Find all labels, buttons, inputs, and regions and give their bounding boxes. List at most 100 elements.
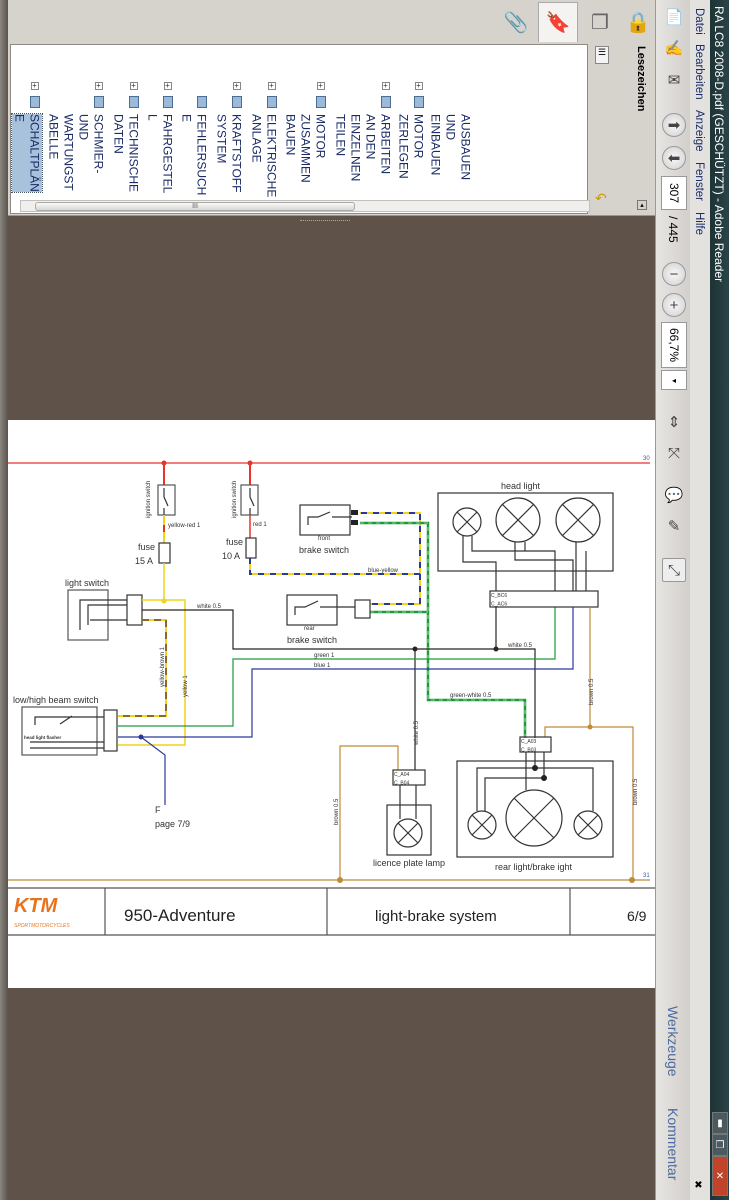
bookmark-line: EINBAUEN [428,114,443,176]
menu-bearbeiten[interactable]: Bearbeiten [693,44,705,100]
bookmark-line: ZUSAMMEN [298,114,313,183]
head-light [437,492,614,572]
expand-icon[interactable]: + [267,81,276,90]
options-menu-icon[interactable]: ☰ [595,46,609,64]
page-reference-link[interactable]: page 7/9 [155,819,190,829]
label: ignition switch [146,481,152,518]
zoom-input[interactable]: 66,7% [661,322,687,368]
pdf-page: ignition switch yellow-red 1 ignition sw… [8,420,655,988]
maximize-button[interactable]: ❐ [712,1134,728,1156]
bookmark-line: SCHALTPLÄN [27,114,42,192]
zoom-dropdown-icon[interactable]: ◂ [661,370,687,390]
bookmark-line: MOTOR [313,114,328,159]
licence-plate-lamp [386,804,432,856]
wire-label: brown 0.5 [589,678,595,705]
rear-brake-switch [286,594,338,626]
bookmark-line: E [179,114,194,123]
wire-label: white 0.5 [507,643,533,649]
label: front [318,536,330,542]
wire-label: red 1 [253,522,267,528]
light-switch [67,589,109,641]
email-icon[interactable]: ✉ [667,72,681,89]
highlight-icon[interactable]: ✎ [667,518,681,535]
bookmark-line: SYSTEM [214,114,229,164]
bookmarks-tab-icon[interactable]: 🔖 [538,2,578,42]
close-window-button[interactable]: ✕ [712,1156,728,1196]
reference-30[interactable]: 30 [643,456,650,462]
comment-pane-button[interactable]: Kommentar [665,1108,681,1181]
zoom-out-icon[interactable]: − [662,262,686,286]
label: light switch [65,578,109,588]
minimize-button[interactable]: ▮ [712,1112,728,1134]
expand-icon[interactable]: + [129,81,138,90]
bookmark-icon [315,96,326,108]
bookmark-line: E [12,114,27,123]
fit-width-icon[interactable]: ⇕ [667,414,681,431]
window-title: RA LC8 2008-D.pdf (GESCHÜTZT) - Adobe Re… [712,6,726,283]
bookmark-icon [162,96,173,108]
reference-31[interactable]: 31 [643,873,650,879]
close-document-icon[interactable]: ✖ [693,1180,704,1191]
zoom-in-icon[interactable]: + [662,293,686,317]
bookmark-line: KRAFTSTOFF [229,114,244,193]
bookmark-icon [266,96,277,108]
bookmark-line: BAUEN [283,114,298,156]
next-page-icon[interactable]: ➡ [662,113,686,137]
create-pdf-icon[interactable]: 📄 [664,9,684,26]
pages-tab-icon[interactable]: ❐ [591,11,609,34]
menu-hilfe[interactable]: Hilfe [693,212,705,236]
label: fuse [138,542,155,552]
page-number-input[interactable]: 307 [661,176,687,210]
expand-icon[interactable]: + [30,81,39,90]
menu-datei[interactable]: Datei [693,8,705,35]
menu-bar: Datei Bearbeiten Anzeige Fenster Hilfe ✖ [690,0,710,1200]
label: head light [501,481,541,491]
comment-icon[interactable]: 💬 [664,487,684,504]
connector-label: C_AC6 [491,602,507,608]
scrollbar-thumb[interactable]: III [35,202,355,211]
full-screen-icon[interactable]: ⤡ [662,558,686,582]
attachments-tab-icon[interactable]: 📎 [503,11,529,34]
footer-page: 6/9 [627,908,647,924]
previous-page-icon[interactable]: ⬅ [662,146,686,170]
expand-icon[interactable]: + [414,81,423,90]
connector-c-bc6 [489,590,599,608]
ktm-logo-sub: SPORTMOTORCYCLES [14,923,70,929]
footer-model: 950-Adventure [124,906,236,925]
front-brake-switch [299,504,351,536]
bookmark-tree [10,44,588,214]
expand-icon[interactable]: + [381,81,390,90]
label: ignition switch [232,481,238,518]
fit-page-icon[interactable]: ⤧ [667,444,680,462]
expand-bookmark-icon[interactable]: ↶ [595,190,607,206]
expand-icon[interactable]: + [232,81,241,90]
bookmark-icon [29,96,40,108]
bookmark-line: L [145,114,160,121]
bookmark-line: TECHNISCHE [126,114,141,193]
bookmark-icon [231,96,242,108]
connector-label: C_B04 [394,781,410,787]
expand-icon[interactable]: + [94,81,103,90]
expand-icon[interactable]: + [316,81,325,90]
tools-pane-button[interactable]: Werkzeuge [665,1006,681,1077]
horizontal-scrollbar[interactable]: III [20,200,590,212]
bookmark-line: FAHRGESTEL [160,114,175,194]
menu-fenster[interactable]: Fenster [693,162,705,201]
label: rear light/brake ight [495,862,573,872]
security-tab-icon[interactable]: 🔒 [625,11,651,34]
label: licence plate lamp [373,858,445,868]
label: brake switch [287,635,337,645]
expand-icon[interactable]: + [163,81,172,90]
sign-document-icon[interactable]: ✍ [664,40,684,57]
fuse-10a [245,537,257,559]
collapse-panel-button[interactable]: ▴ [637,200,647,210]
splitter-handle[interactable] [300,220,350,223]
menu-anzeige[interactable]: Anzeige [693,110,705,152]
